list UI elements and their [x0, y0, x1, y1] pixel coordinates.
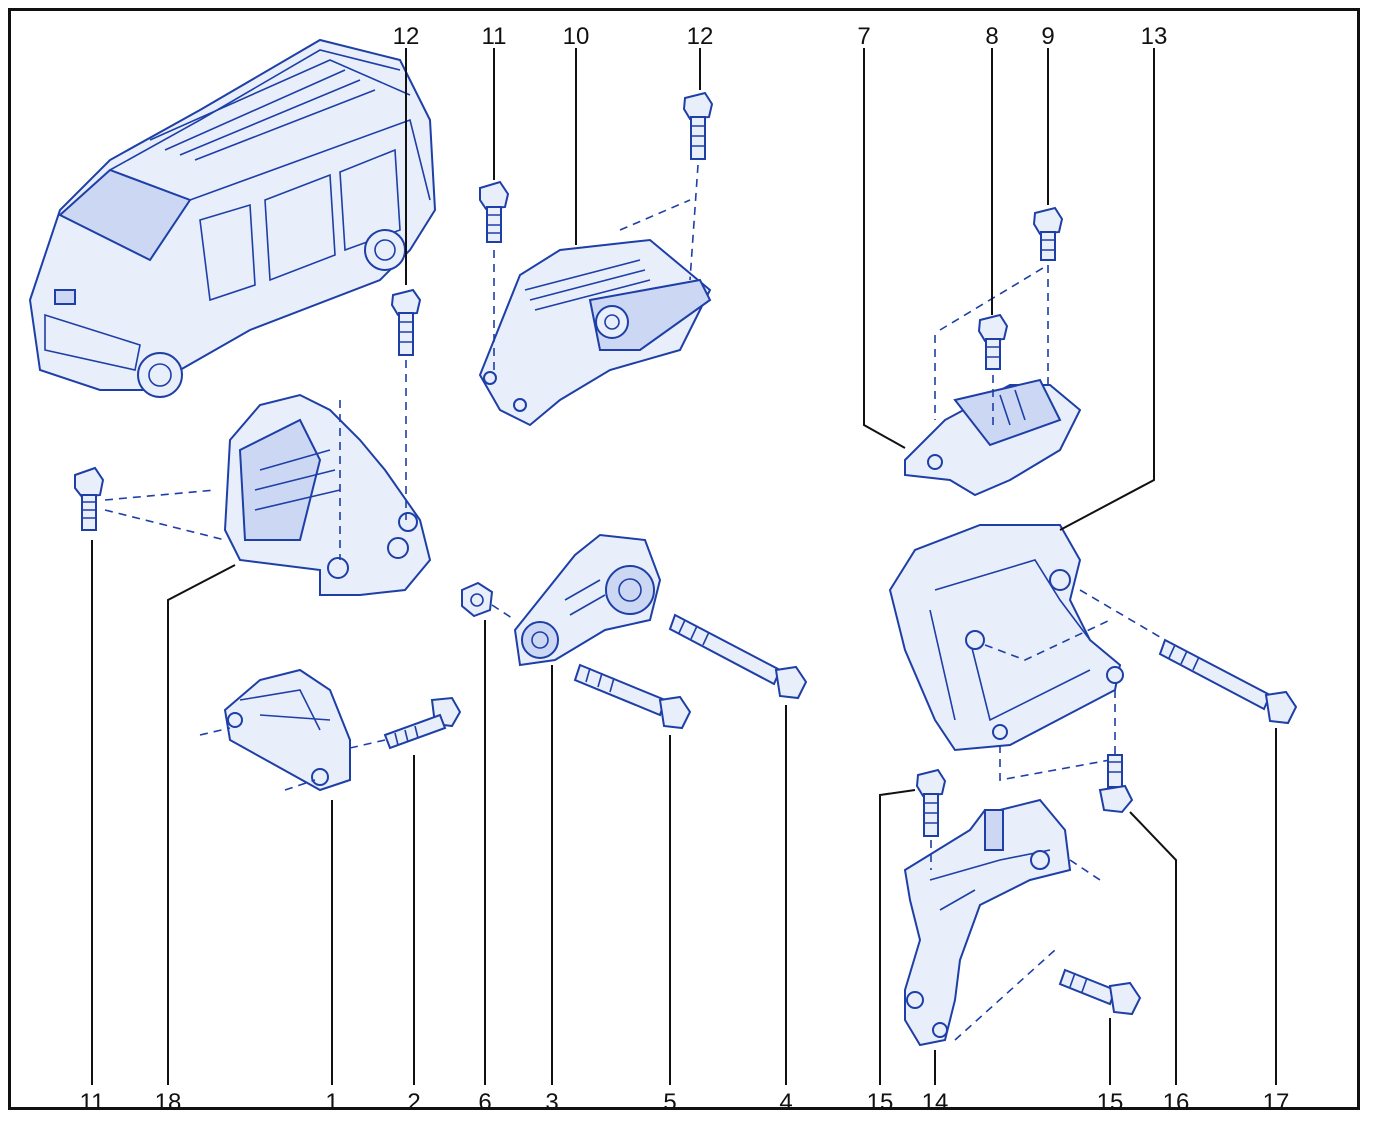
part-5-bolt [573, 663, 692, 730]
bolt-8 [934, 313, 1009, 425]
bolt-11-left [74, 466, 226, 541]
leader-lines [91, 48, 1277, 1085]
bolt-9 [939, 206, 1064, 390]
callout-bottom-3: 3 [545, 1089, 558, 1116]
callout-top-11: 11 [482, 23, 507, 50]
part-13-frame-bracket [888, 524, 1124, 781]
callout-bottom-2: 2 [407, 1089, 420, 1116]
part-14-lower-bracket [903, 798, 1101, 1047]
callout-bottom-18: 18 [155, 1089, 182, 1116]
callout-bottom-6: 6 [478, 1089, 491, 1116]
bolt-17 [1079, 589, 1298, 725]
callout-bottom-15b: 15 [1097, 1089, 1124, 1116]
part-4-bolt [668, 613, 808, 700]
part-1-mount-cover [199, 668, 351, 792]
part-10-transmission-mount [478, 238, 712, 427]
van-illustration [28, 38, 437, 398]
callout-top-12b: 12 [687, 23, 714, 50]
part-3-torque-rod [513, 533, 662, 667]
callout-bottom-14: 14 [922, 1089, 949, 1116]
part-18-engine-mount [223, 393, 432, 596]
bolt-15-lower [1058, 968, 1142, 1016]
callout-bottom-16: 16 [1163, 1089, 1190, 1116]
bolt-16 [1098, 754, 1134, 814]
diagram-frame [8, 8, 1360, 1110]
callout-bottom-4: 4 [779, 1089, 792, 1116]
callout-bottom-1: 1 [325, 1089, 338, 1116]
bolt-12-left [339, 288, 422, 560]
callouts-bottom: 11 18 1 2 6 3 5 4 15 14 15 16 17 [80, 1089, 1290, 1116]
bolt-11-top [479, 180, 510, 370]
callout-bottom-15a: 15 [867, 1089, 894, 1116]
part-7-support-mount [904, 378, 1082, 497]
bolt-15-upper [915, 768, 947, 870]
callout-bottom-5: 5 [663, 1089, 676, 1116]
callout-bottom-17: 17 [1263, 1089, 1290, 1116]
callout-top-7: 7 [857, 23, 870, 50]
bolt-2 [349, 696, 462, 750]
part-6-nut [461, 581, 516, 621]
callout-top-9: 9 [1041, 23, 1054, 50]
bolt-12-top [619, 91, 714, 281]
callout-top-13: 13 [1141, 23, 1168, 50]
callouts-top: 12 11 10 12 7 8 9 13 [393, 23, 1168, 50]
callout-top-12a: 12 [393, 23, 420, 50]
callout-top-8: 8 [985, 23, 998, 50]
callout-top-10: 10 [563, 23, 590, 50]
callout-bottom-11: 11 [80, 1089, 105, 1116]
